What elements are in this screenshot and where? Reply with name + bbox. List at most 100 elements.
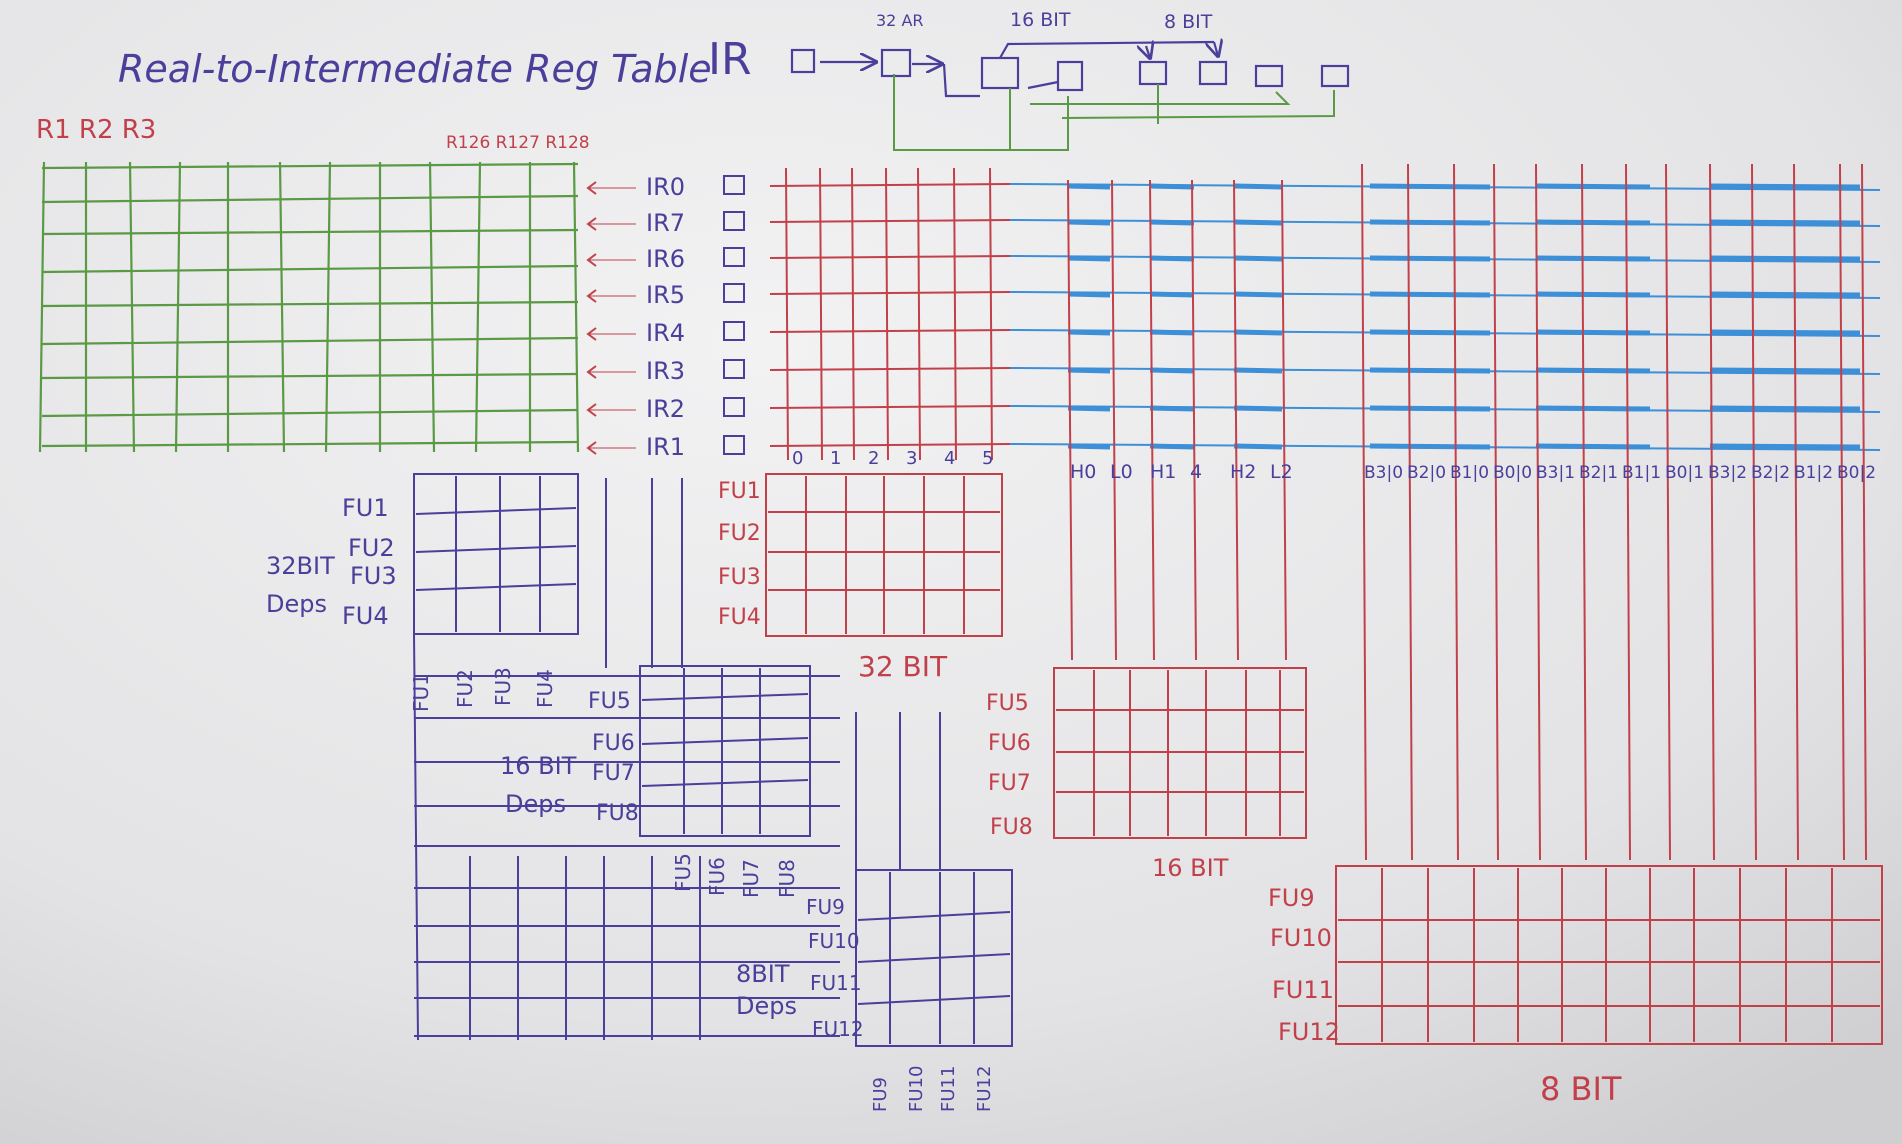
fu32-table — [765, 473, 1003, 637]
bits16-col-label: L0 — [1110, 461, 1133, 483]
deps8-row — [857, 953, 1011, 963]
ir-row-highlight — [1535, 183, 1651, 190]
bits32-col-label: 2 — [868, 448, 879, 469]
ir-row-highlight — [1067, 183, 1111, 190]
bits8-column — [1493, 163, 1499, 861]
bits32-col-label: 5 — [982, 448, 993, 469]
ir-row-label: IR5 — [646, 281, 685, 309]
fu16-col-label: FU8 — [775, 859, 799, 898]
green-grid-col — [278, 161, 286, 453]
green-grid-row — [41, 372, 579, 380]
green-grid-col — [474, 161, 482, 453]
bits16-col-label: H1 — [1150, 461, 1176, 483]
bits32-grid-col — [785, 167, 789, 461]
fu16-row-label: FU6 — [592, 731, 635, 756]
fu8-row-label: FU12 — [812, 1017, 864, 1041]
deps8-label-2: Deps — [736, 992, 797, 1020]
green-grid-row — [41, 440, 579, 448]
ir-row-label: IR7 — [646, 209, 685, 237]
ir-row-box — [723, 321, 745, 341]
bits8-col-label: B1|0 — [1450, 463, 1489, 483]
deps16-row — [641, 779, 809, 787]
ir-row-arrowhead — [586, 327, 597, 341]
fu16-row-label: FU8 — [596, 801, 639, 826]
deps32-label-1: 32BIT — [266, 552, 335, 580]
bits8-col-label: B3|2 — [1708, 463, 1747, 483]
fu8-row-label: FU10 — [808, 929, 860, 953]
bits8-column — [1665, 163, 1671, 861]
ir-label: IR — [708, 34, 752, 85]
deps16-label-1: 16 BIT — [500, 752, 577, 780]
ir-row-label: IR0 — [646, 173, 685, 201]
deps8-row — [857, 995, 1011, 1005]
ir-row-highlight — [1369, 405, 1491, 412]
real-regs-left-label: R1 R2 R3 — [36, 115, 156, 145]
width-label-16: 16 BIT — [1010, 9, 1071, 31]
fu32-col-label: FU1 — [409, 673, 433, 712]
ir-row-highlight — [1535, 367, 1651, 374]
deps8-row — [857, 911, 1011, 921]
deps32-row — [415, 545, 577, 553]
ir-row-label: IR4 — [646, 319, 685, 347]
fu32-row-label: FU1 — [342, 494, 389, 522]
bits32-grid-row — [769, 405, 1011, 409]
bits32-grid-col — [989, 167, 993, 461]
ir-row-box — [723, 283, 745, 303]
table32-label: 32 BIT — [858, 650, 948, 683]
bits32-grid-col — [885, 167, 889, 461]
reg8-box-4 — [1320, 64, 1350, 88]
ir-row-highlight — [1149, 255, 1195, 262]
bits32-col-label: 0 — [792, 448, 803, 469]
bits16-column — [1149, 179, 1155, 661]
bits32-col-label: 3 — [906, 448, 917, 469]
bits16-column — [1281, 179, 1287, 661]
ir-row-label: IR6 — [646, 245, 685, 273]
green-grid-row — [41, 408, 579, 418]
green-grid-col — [128, 161, 136, 453]
ir-row-highlight — [1149, 219, 1195, 226]
ir-row-highlight — [1149, 329, 1195, 336]
fu8-table — [1335, 865, 1883, 1045]
fu32-row-label: FU4 — [342, 602, 389, 630]
reg8-box-3 — [1254, 64, 1284, 88]
reg16-box-alt — [1056, 60, 1084, 92]
ir-row-highlight — [1535, 405, 1651, 412]
deps32-label-2: Deps — [266, 590, 327, 618]
ir-row-box — [723, 211, 745, 231]
bits32-grid-col — [953, 167, 957, 461]
deps32-row — [415, 507, 577, 515]
bits8-column — [1625, 163, 1631, 861]
bits32-grid-row — [769, 443, 1011, 447]
ir-row-label: IR2 — [646, 395, 685, 423]
green-grid-col — [572, 161, 580, 453]
fu32-col-label: FU2 — [453, 669, 477, 708]
ir-row-highlight — [1369, 367, 1491, 374]
fu32-col-label: FU4 — [533, 669, 557, 708]
bits16-columns — [1067, 179, 1287, 661]
ir-row-highlight — [1369, 183, 1491, 190]
ir-row-highlight — [1369, 329, 1491, 336]
fu-tables — [765, 473, 1883, 1045]
ir-row-highlight — [1535, 291, 1651, 298]
ir-row-box — [723, 397, 745, 417]
ir-row-highlight — [1535, 443, 1651, 450]
bits8-column — [1407, 163, 1413, 861]
ir-row-arrowhead — [586, 441, 597, 455]
ir-row-highlight — [1535, 219, 1651, 226]
bits16-column — [1111, 179, 1117, 661]
ir-row-highlight — [1233, 183, 1283, 190]
ir-row-arrowhead — [586, 181, 597, 195]
fu16-row-label: FU7 — [592, 761, 635, 786]
deps8-label-1: 8BIT — [736, 960, 790, 988]
ir-row-arrowhead — [586, 289, 597, 303]
deps8-matrix — [855, 869, 1013, 1047]
bits32-grid-col — [819, 167, 823, 461]
bits8-col-label: B0|0 — [1493, 463, 1532, 483]
ir-row-highlight — [1149, 443, 1195, 450]
fu16-col-label: FU7 — [739, 859, 763, 898]
ir-box — [790, 48, 816, 74]
